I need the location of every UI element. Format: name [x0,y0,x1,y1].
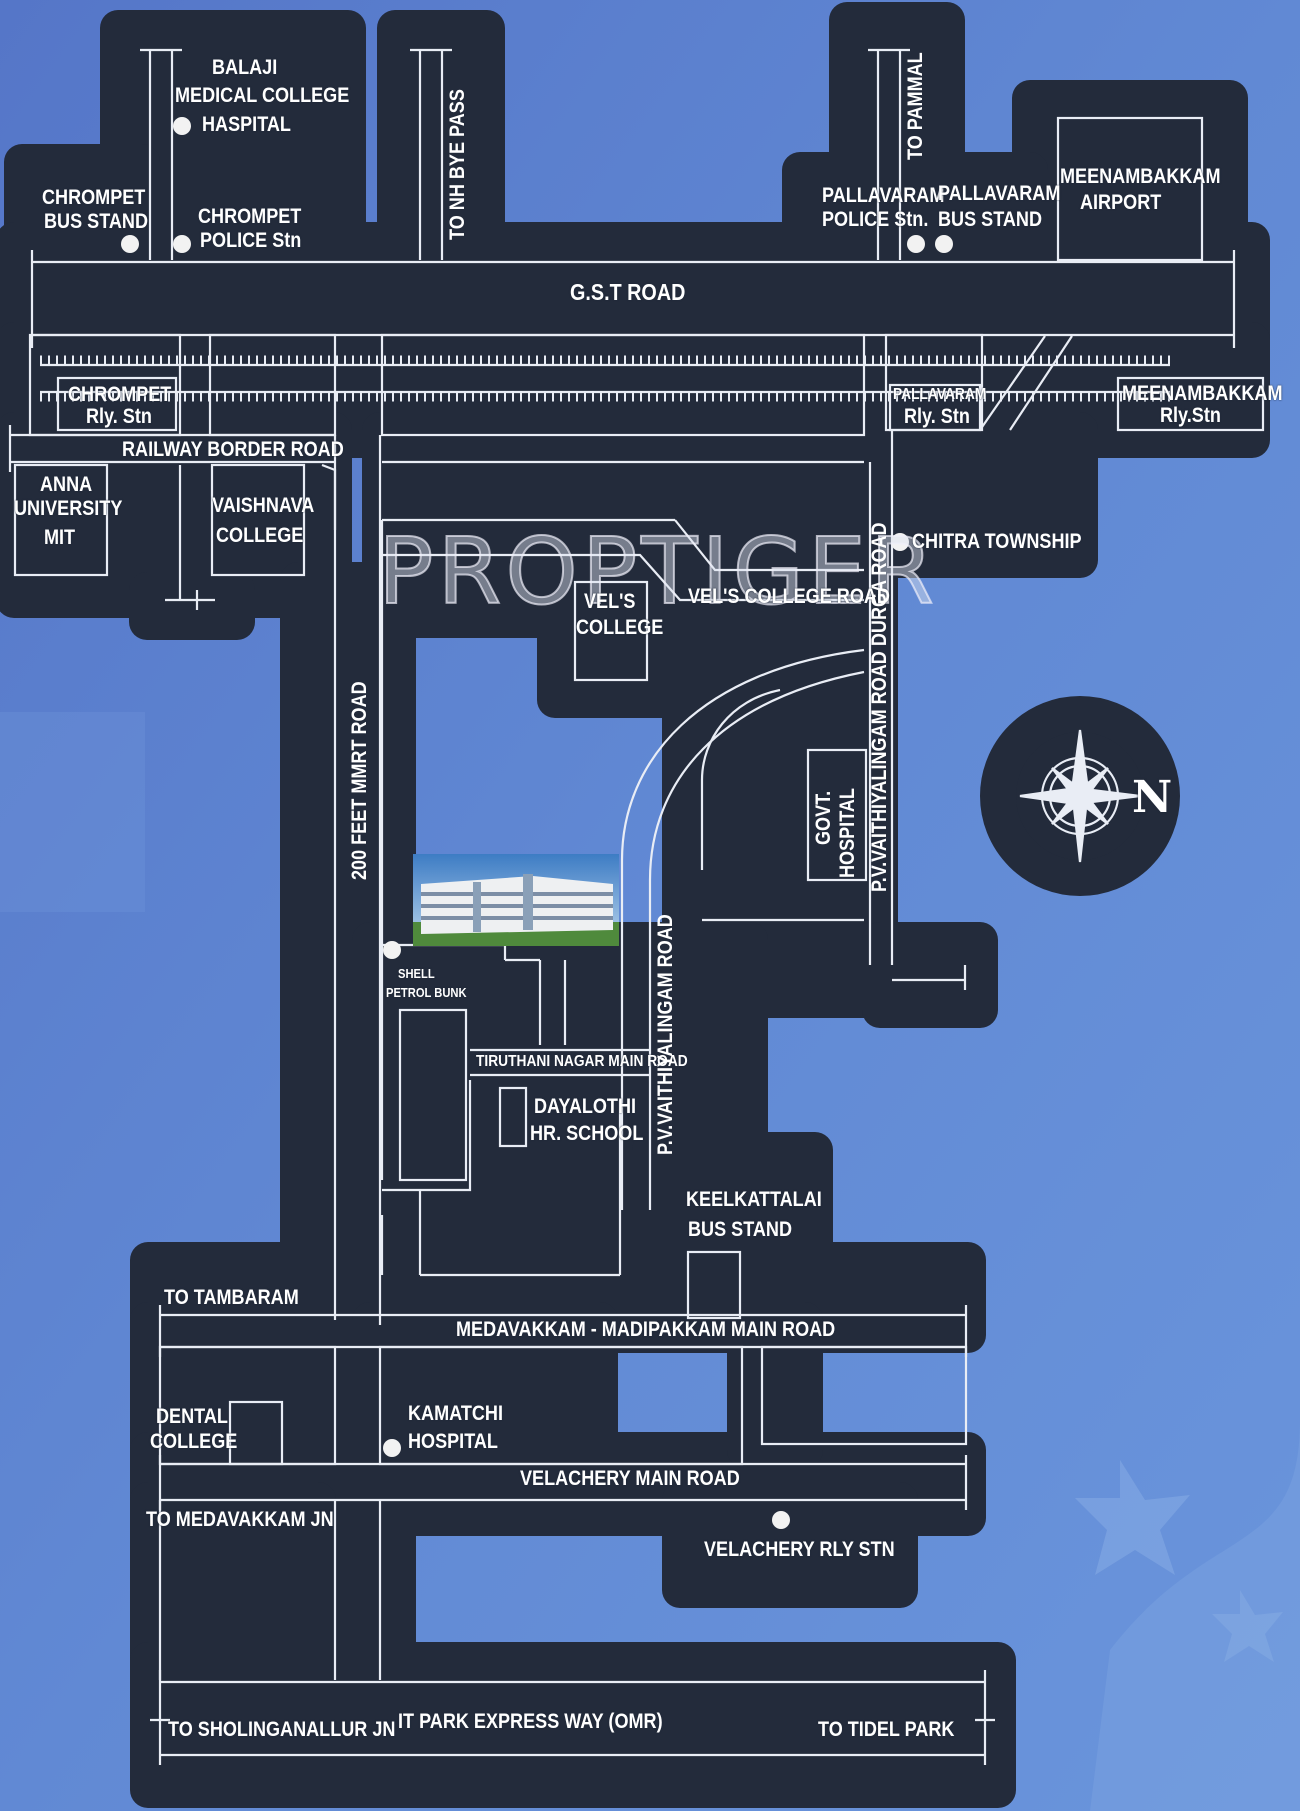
project-building-image [413,854,619,946]
place-shell-line2: PETROL BUNK [386,985,467,1000]
place-kamatchi-line1: KAMATCHI [408,1402,503,1425]
place-dayalothi-line2: HR. SCHOOL [530,1122,644,1145]
place-dental-line1: DENTAL [156,1405,228,1428]
place-anna-line1: ANNA [40,473,93,496]
place-balaji-line1: BALAJI [212,56,278,79]
place-pallavaram-bus-line1: PALLAVARAM [938,182,1061,205]
place-airport-line2: AIRPORT [1080,191,1162,214]
pallavaram-bus-stand-marker [935,235,953,253]
place-kamatchi-line2: HOSPITAL [408,1430,498,1453]
place-pallavaram-bus-line2: BUS STAND [938,208,1043,231]
place-pallavaram-police-line1: PALLAVARAM [822,184,945,207]
direction-sholinganallur: TO SHOLINGANALLUR JN [168,1718,396,1741]
place-meenambakkam-rly-line1: MEENAMBAKKAM [1122,382,1283,405]
road-label-railway-border: RAILWAY BORDER ROAD [122,438,344,461]
balaji-hospital-marker [173,117,191,135]
place-chrompet-police-line2: POLICE Stn [200,229,302,252]
place-pallavaram-police-line2: POLICE Stn. [822,208,929,231]
road-label-tiruthani: TIRUTHANI NAGAR MAIN ROAD [476,1053,688,1070]
road-label-velachery: VELACHERY MAIN ROAD [520,1467,740,1490]
place-chrompet-rly-line2: Rly. Stn [86,405,152,428]
place-meenambakkam-rly-line2: Rly.Stn [1160,404,1221,427]
place-govt-hospital-line1: GOVT. [812,790,835,845]
road-label-vels-college: VEL'S COLLEGE ROAD [688,585,890,608]
place-govt-hospital-line2: HOSPITAL [836,788,859,878]
place-dental-line2: COLLEGE [150,1430,238,1453]
road-label-medavakkam: MEDAVAKKAM - MADIPAKKAM MAIN ROAD [456,1318,836,1341]
chrompet-police-marker [173,235,191,253]
place-airport-line1: MEENAMBAKKAM [1060,165,1221,188]
direction-tidel-park: TO TIDEL PARK [818,1718,955,1741]
road-label-mmrt: 200 FEET MMRT ROAD [348,681,371,880]
place-keelkattalai-line1: KEELKATTALAI [686,1188,822,1211]
road-label-gst: G.S.T ROAD [570,279,686,305]
place-dayalothi-line1: DAYALOTHI [534,1095,637,1118]
shell-petrol-bunk-marker [383,941,401,959]
watermark: PROPTIGER [377,517,938,626]
kamatchi-hospital-marker [383,1439,401,1457]
chitra-township-marker [891,533,909,551]
road-label-nh-bypass: TO NH BYE PASS [446,89,469,240]
place-vels-line2: COLLEGE [576,616,664,639]
road-mask [0,2,1270,1808]
place-chrompet-rly-line1: CHROMPET [68,383,172,406]
place-anna-line3: MIT [44,526,76,549]
place-balaji-line2: MEDICAL COLLEGE [175,84,350,107]
place-keelkattalai-line2: BUS STAND [688,1218,793,1241]
velachery-rly-stn-marker [772,1511,790,1529]
place-balaji-line3: HASPITAL [202,113,291,136]
road-label-pv-vaithiyalingam: P.V.VAITHIYALINGAM ROAD [654,914,677,1155]
place-vels-line1: VEL'S [584,590,636,613]
chrompet-bus-stand-marker [121,235,139,253]
pallavaram-police-marker [907,235,925,253]
place-chrompet-bus-line1: CHROMPET [42,186,146,209]
map-markers [121,117,953,1529]
place-chrompet-bus-line2: BUS STAND [44,210,149,233]
place-vaishnava-line1: VAISHNAVA [212,494,315,517]
place-pallavaram-rly-line2: Rly. Stn [904,405,970,428]
road-label-pv-durga: P.V.VAITHIYALINGAM ROAD DURGA ROAD [868,522,891,892]
place-chitra-township: CHITRA TOWNSHIP [912,530,1082,553]
road-label-it-park: IT PARK EXPRESS WAY (OMR) [398,1710,663,1733]
road-label-pammal: TO PAMMAL [904,52,927,160]
place-pallavaram-rly-line1: PALLAVARAM [893,386,987,403]
place-anna-line2: UNIVERSITY [14,497,123,520]
direction-medavakkam-jn: TO MEDAVAKKAM JN [146,1508,334,1531]
place-chrompet-police-line1: CHROMPET [198,205,302,228]
place-velachery-rly-stn: VELACHERY RLY STN [704,1538,895,1561]
direction-tambaram: TO TAMBARAM [164,1286,299,1309]
compass-north-label: N [1132,772,1173,823]
place-vaishnava-line2: COLLEGE [216,524,304,547]
place-shell-line1: SHELL [398,966,435,981]
